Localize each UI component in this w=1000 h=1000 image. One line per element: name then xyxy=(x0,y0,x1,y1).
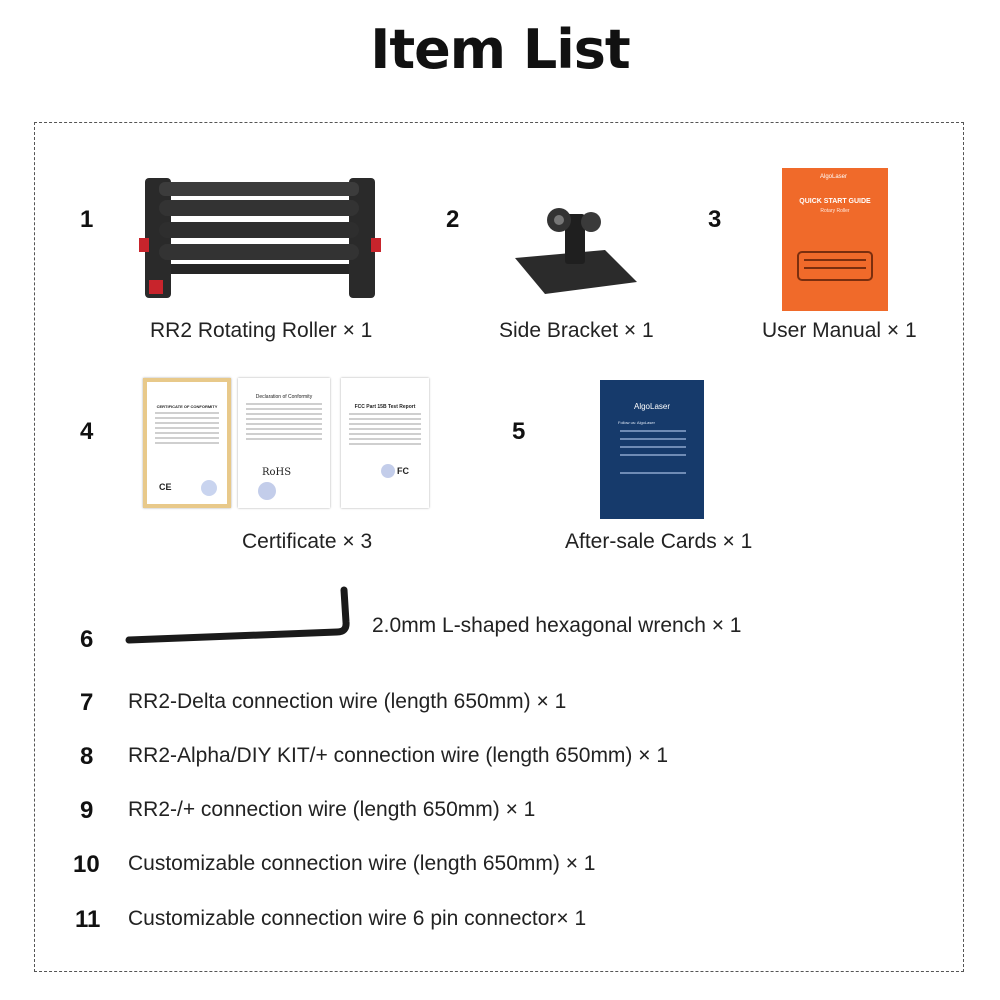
manual-heading: QUICK START GUIDE xyxy=(799,198,871,205)
item-number-8: 8 xyxy=(80,743,94,770)
item-label-7: RR2-Delta connection wire (length 650mm)… xyxy=(128,690,567,713)
certificate-conformity: CERTIFICATE OF CONFORMITY CE xyxy=(143,378,231,508)
certificate-3-mark: FC xyxy=(397,466,409,476)
card-brand: AlgoLaser xyxy=(633,402,671,411)
item-label-6: 2.0mm L-shaped hexagonal wrench × 1 xyxy=(372,614,742,637)
card-follow-text: Follow us: AlgoLaser xyxy=(618,420,655,425)
certificate-3-seal xyxy=(381,464,395,478)
certificate-3-heading: FCC Part 15B Test Report xyxy=(354,404,416,410)
item-label-4: Certificate × 3 xyxy=(242,530,373,553)
hex-wrench-image xyxy=(125,586,350,644)
item-label-9: RR2-/+ connection wire (length 650mm) × … xyxy=(128,798,536,821)
item-label-11: Customizable connection wire 6 pin conne… xyxy=(128,907,587,930)
side-bracket-image xyxy=(515,208,637,294)
certificate-1-heading: CERTIFICATE OF CONFORMITY xyxy=(156,404,218,409)
item-number-9: 9 xyxy=(80,797,94,824)
certificate-2-seal xyxy=(258,482,276,500)
after-sale-card-image: AlgoLaser Follow us: AlgoLaser xyxy=(600,380,704,519)
item-number-4: 4 xyxy=(80,418,94,445)
certificate-declaration: Declaration of Conformity RoHS xyxy=(238,378,330,508)
item-number-1: 1 xyxy=(80,206,94,233)
item-number-5: 5 xyxy=(512,418,526,445)
manual-brand: AlgoLaser xyxy=(820,174,848,180)
user-manual-image: AlgoLaser QUICK START GUIDE Rotary Rolle… xyxy=(782,168,888,311)
item-number-3: 3 xyxy=(708,206,722,233)
rotating-roller-image xyxy=(139,178,381,298)
certificate-fcc: FCC Part 15B Test Report FC xyxy=(341,378,429,508)
item-number-6: 6 xyxy=(80,626,94,653)
certificate-1-mark: CE xyxy=(159,482,172,492)
item-number-2: 2 xyxy=(446,206,460,233)
page-title: Item List xyxy=(370,18,630,81)
item-number-7: 7 xyxy=(80,689,94,716)
item-number-10: 10 xyxy=(73,851,100,878)
manual-subtitle: Rotary Roller xyxy=(820,208,850,214)
item-label-10: Customizable connection wire (length 650… xyxy=(128,852,596,875)
manual-roller-drawing xyxy=(797,251,873,281)
item-number-11: 11 xyxy=(75,906,101,933)
certificate-2-mark: RoHS xyxy=(262,467,292,478)
item-list-frame xyxy=(34,122,964,972)
item-label-3: User Manual × 1 xyxy=(762,319,917,342)
item-label-1: RR2 Rotating Roller × 1 xyxy=(150,319,373,342)
certificate-1-seal xyxy=(201,480,217,496)
item-label-8: RR2-Alpha/DIY KIT/+ connection wire (len… xyxy=(128,744,669,767)
item-label-2: Side Bracket × 1 xyxy=(499,319,654,342)
certificate-2-heading: Declaration of Conformity xyxy=(255,394,313,400)
item-label-5: After-sale Cards × 1 xyxy=(565,530,753,553)
